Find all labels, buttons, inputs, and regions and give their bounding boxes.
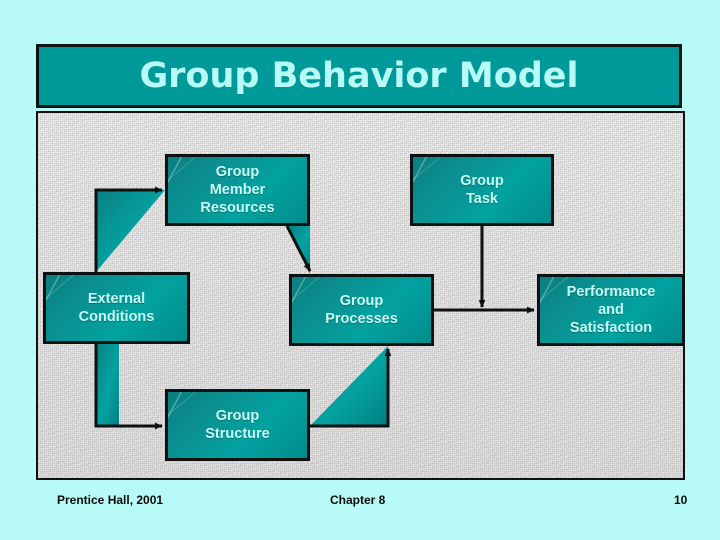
node-label: Group Member Resources	[200, 163, 275, 217]
edge-structure-to-processes	[310, 346, 392, 428]
page-title: Group Behavior Model	[139, 55, 579, 96]
slide-footer: Prentice Hall, 2001 Chapter 8 10	[0, 493, 720, 517]
node-label: Group Structure	[205, 407, 270, 442]
footer-chapter: Chapter 8	[330, 493, 386, 507]
node-label: Group Task	[460, 172, 504, 207]
edge-external-to-structure	[94, 344, 163, 430]
footer-page-number: 10	[674, 493, 688, 507]
node-performance-and-satisfaction[interactable]: Performance and Satisfaction	[537, 274, 683, 346]
node-external-conditions[interactable]: External Conditions	[43, 272, 190, 344]
diagram-panel: Group Member Resources Group Task Extern…	[36, 111, 685, 480]
slide-title-bar: Group Behavior Model	[36, 44, 682, 108]
node-group-structure[interactable]: Group Structure	[165, 389, 310, 461]
node-label: External Conditions	[78, 290, 155, 325]
node-group-processes[interactable]: Group Processes	[289, 274, 434, 346]
node-label: Group Processes	[325, 292, 398, 327]
node-group-task[interactable]: Group Task	[410, 154, 554, 226]
node-label: Performance and Satisfaction	[566, 283, 656, 337]
node-group-member-resources[interactable]: Group Member Resources	[165, 154, 310, 226]
edge-member-resources-to-processes	[285, 225, 312, 274]
diagram-connectors	[94, 186, 535, 430]
edge-external-to-member-resources	[94, 186, 165, 272]
footer-source: Prentice Hall, 2001	[57, 493, 164, 507]
